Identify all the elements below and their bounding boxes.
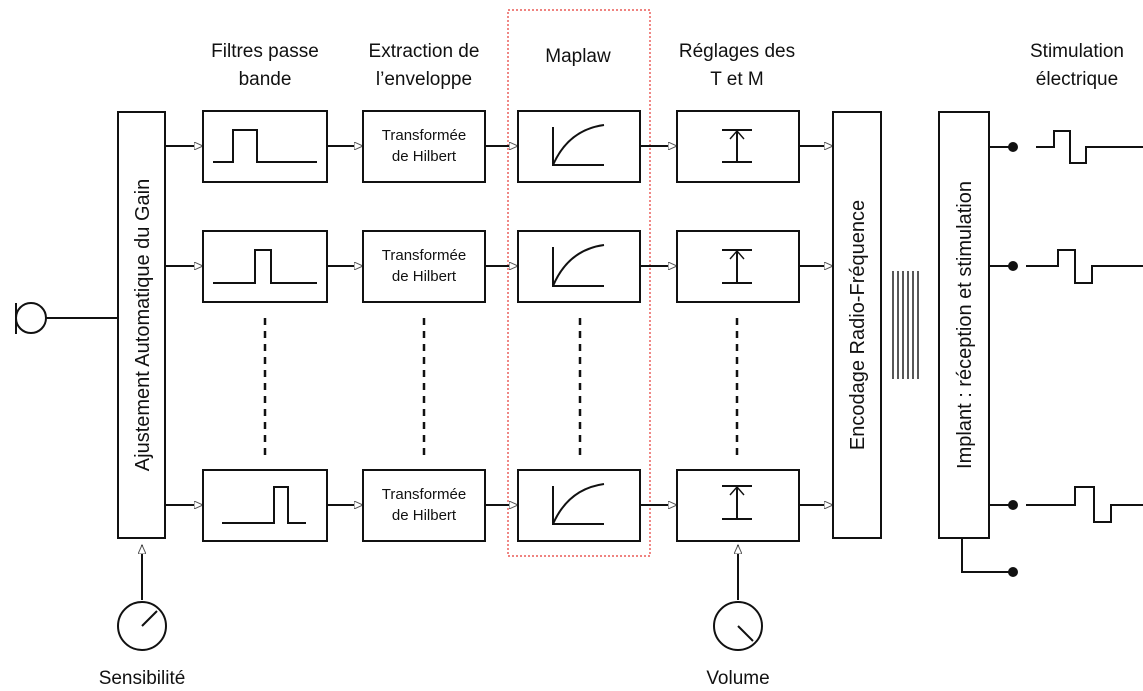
sensitivity-label: Sensibilité bbox=[99, 668, 186, 689]
implant-label: Implant : réception et stimulation bbox=[954, 181, 976, 469]
sensitivity-dial-icon[interactable] bbox=[117, 601, 167, 651]
bandpass-shape-icon bbox=[213, 249, 317, 284]
channel-2: Transformée de Hilbert bbox=[165, 230, 833, 303]
volume-label: Volume bbox=[706, 668, 769, 689]
compression-curve-icon bbox=[552, 483, 605, 525]
hilbert-block-2 bbox=[362, 230, 486, 303]
header-envelope-line2: l’enveloppe bbox=[376, 69, 472, 90]
hilbert-label-3-line1: Transformée bbox=[382, 486, 466, 503]
hilbert-label-2-line1: Transformée bbox=[382, 247, 466, 264]
header-envelope-line1: Extraction de bbox=[369, 41, 480, 62]
sensitivity-knob[interactable]: Sensibilité bbox=[99, 545, 186, 689]
header-stimulation-line1: Stimulation bbox=[1030, 41, 1124, 62]
volume-dial-icon[interactable] bbox=[713, 601, 763, 651]
bandpass-filter-2 bbox=[202, 230, 328, 303]
rf-encoding-block: Encodage Radio-Fréquence bbox=[832, 111, 882, 539]
electrode-1 bbox=[989, 130, 1143, 164]
bandpass-filter-1 bbox=[202, 110, 328, 183]
microphone-icon bbox=[15, 302, 118, 334]
tm-range-icon bbox=[722, 485, 752, 520]
maplaw-block-2 bbox=[517, 230, 641, 303]
stimulation-pulse-icon bbox=[1036, 130, 1143, 164]
header-envelope: Extraction de l’enveloppe bbox=[369, 41, 480, 90]
agc-block: Ajustement Automatique du Gain bbox=[117, 111, 166, 539]
header-bandpass-line1: Filtres passe bbox=[211, 41, 319, 62]
bandpass-shape-icon bbox=[222, 486, 306, 524]
channel-ellipsis bbox=[263, 318, 739, 455]
compression-curve-icon bbox=[552, 124, 605, 166]
header-bandpass-line2: bande bbox=[239, 69, 292, 90]
rf-link-icon bbox=[892, 271, 919, 379]
tm-range-icon bbox=[722, 129, 752, 163]
header-tm-line2: T et M bbox=[710, 69, 764, 90]
hilbert-label-1-line2: de Hilbert bbox=[392, 148, 457, 165]
hilbert-label-1-line1: Transformée bbox=[382, 127, 466, 144]
agc-label: Ajustement Automatique du Gain bbox=[132, 179, 154, 471]
bandpass-shape-icon bbox=[213, 129, 317, 163]
electrode-2 bbox=[989, 249, 1143, 284]
compression-curve-icon bbox=[552, 244, 605, 287]
hilbert-label-3-line2: de Hilbert bbox=[392, 507, 457, 524]
electrode-3 bbox=[989, 486, 1143, 523]
header-tm: Réglages des T et M bbox=[679, 41, 795, 90]
maplaw-block-1 bbox=[517, 110, 641, 183]
stimulation-pulse-icon bbox=[1026, 249, 1143, 284]
stimulation-pulse-icon bbox=[1026, 486, 1143, 523]
hilbert-block-1 bbox=[362, 110, 486, 183]
header-stimulation-line2: électrique bbox=[1036, 69, 1118, 90]
bandpass-filter-3 bbox=[202, 469, 328, 542]
maplaw-block-3 bbox=[517, 469, 641, 542]
implant-block: Implant : réception et stimulation bbox=[938, 111, 990, 539]
header-maplaw: Maplaw bbox=[545, 46, 611, 67]
ground-electrode bbox=[961, 538, 1018, 577]
header-stimulation: Stimulation électrique bbox=[1030, 41, 1124, 90]
volume-knob[interactable]: Volume bbox=[706, 545, 770, 689]
channel-3: Transformée de Hilbert bbox=[165, 469, 833, 542]
hilbert-block-3 bbox=[362, 469, 486, 542]
hilbert-label-2-line2: de Hilbert bbox=[392, 268, 457, 285]
channel-1: Transformée de Hilbert bbox=[165, 110, 833, 183]
header-bandpass: Filtres passe bande bbox=[211, 41, 319, 90]
header-tm-line1: Réglages des bbox=[679, 41, 795, 62]
tm-range-icon bbox=[722, 249, 752, 284]
rf-encoding-label: Encodage Radio-Fréquence bbox=[847, 200, 869, 450]
